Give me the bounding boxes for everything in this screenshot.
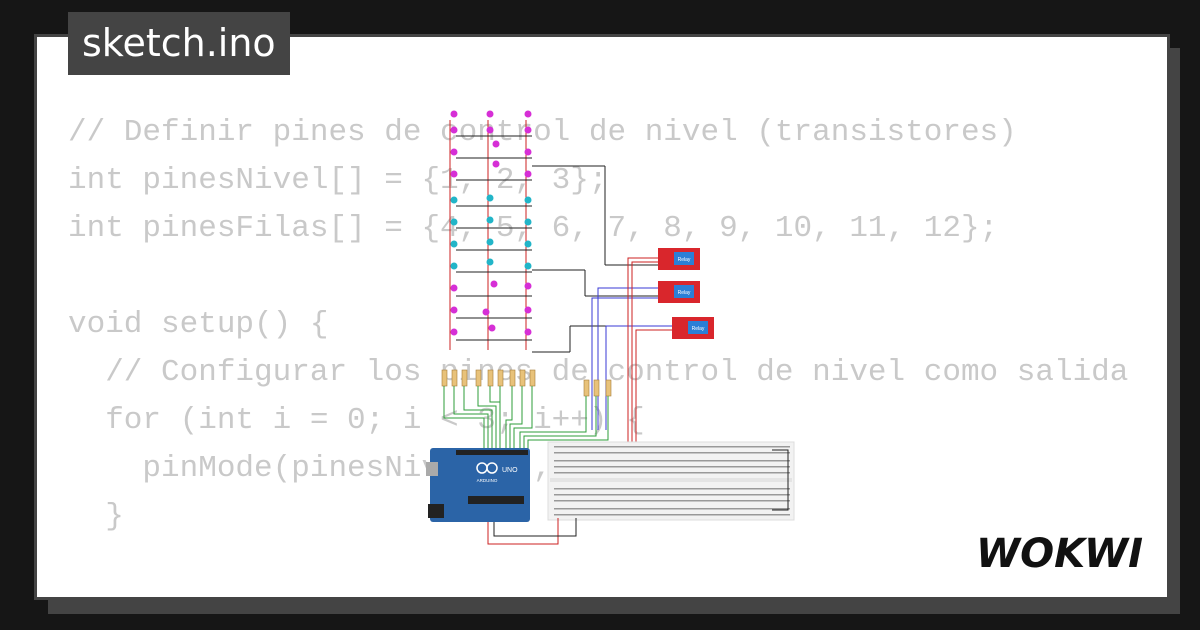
relay-label: Relay <box>678 290 691 296</box>
led-row-wires <box>456 135 672 353</box>
code-line: int pinesNivel[] = {1, 2, 3}; <box>68 163 608 198</box>
arduino-brand-label: ARDUINO <box>477 478 498 483</box>
resistors <box>441 369 612 397</box>
relay-modules: Relay Relay Relay <box>658 248 714 339</box>
code-line: // Definir pines de control de nivel (tr… <box>68 115 1017 150</box>
code-line: void setup() { <box>68 307 329 342</box>
relay-module: Relay <box>658 248 700 270</box>
relay-module: Relay <box>658 281 700 303</box>
relay-module: Relay <box>672 317 714 339</box>
code-line: // Configurar los pines de control de ni… <box>68 355 1129 390</box>
brand-name: WOKWI <box>976 531 1143 577</box>
led-matrix <box>450 110 532 336</box>
power-wires <box>487 518 577 545</box>
circuit-diagram: Relay Relay Relay <box>426 110 795 545</box>
wokwi-logo: WOKWI <box>976 531 1143 577</box>
relay-label: Relay <box>678 257 691 263</box>
arduino-model-label: UNO <box>502 467 518 474</box>
signal-wires <box>443 386 609 450</box>
breadboard <box>547 441 795 521</box>
relay-label: Relay <box>692 326 705 332</box>
relay-power-wires <box>627 257 672 450</box>
led-bus-wires <box>449 120 527 350</box>
code-line: } <box>68 499 124 534</box>
arduino-uno: UNO ARDUINO <box>426 448 530 522</box>
file-title-tab: sketch.ino <box>68 12 290 75</box>
code-line: // Configurar los pines de las filas com… <box>68 589 1128 597</box>
